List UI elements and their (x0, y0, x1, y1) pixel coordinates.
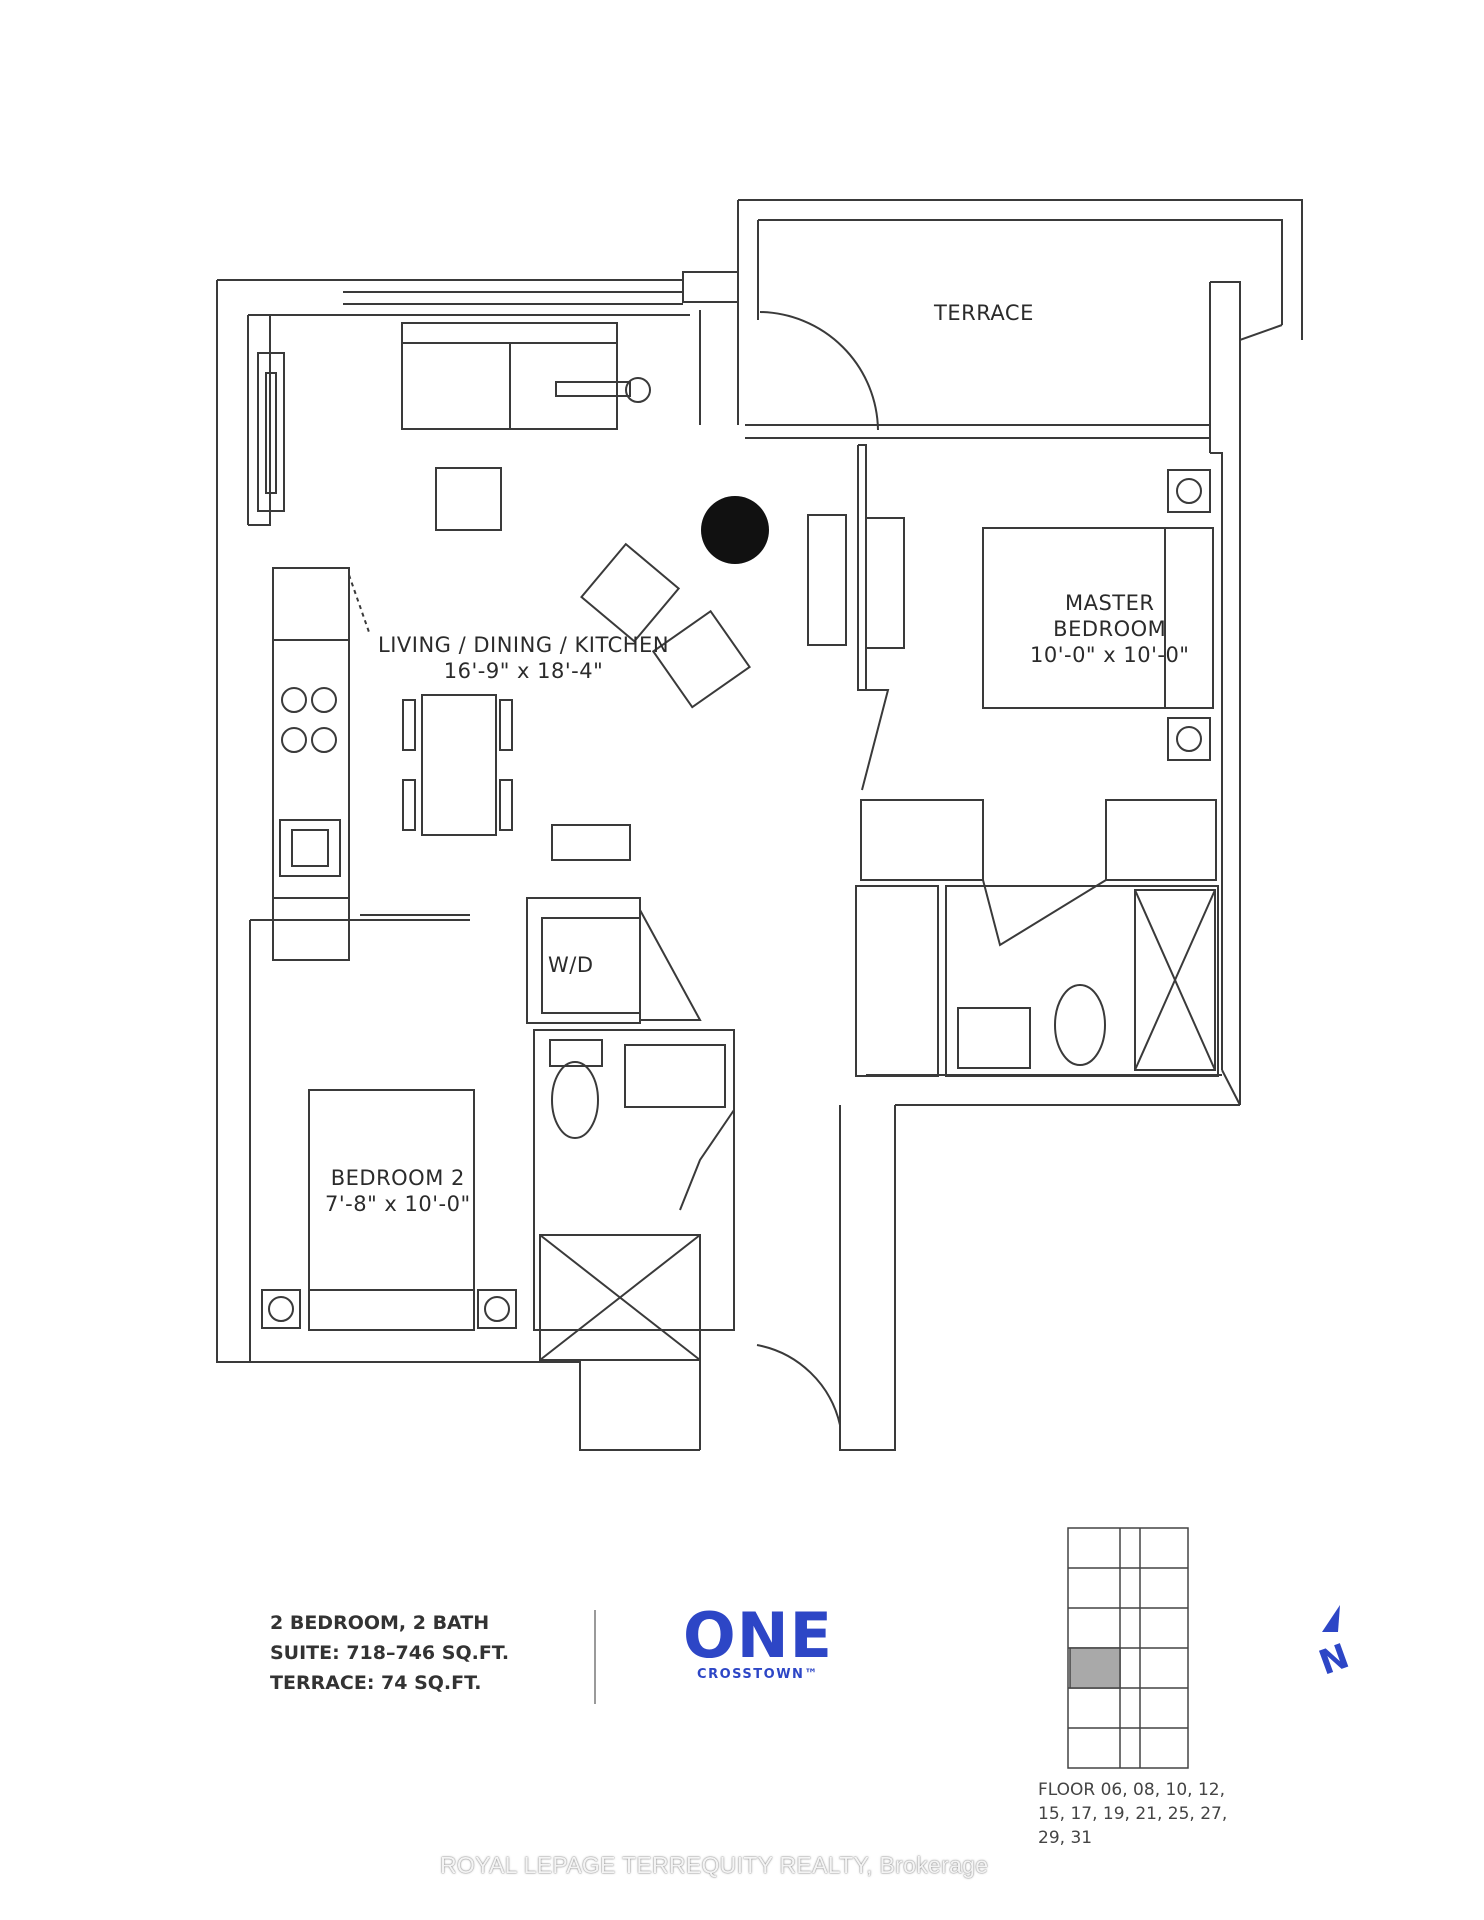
suite-info-line3: TERRACE: 74 SQ.FT. (270, 1672, 482, 1694)
brokerage-watermark: ROYAL LEPAGE TERREQUITY REALTY, Brokerag… (440, 1852, 989, 1878)
key-plan (1067, 1527, 1189, 1769)
bedroom2-dimensions: 7'-8" x 10'-0" (325, 1192, 471, 1216)
suite-info-line1: 2 BEDROOM, 2 BATH (270, 1612, 490, 1634)
floor-list-line1: FLOOR 06, 08, 10, 12, (1038, 1780, 1225, 1800)
suite-info: 2 BEDROOM, 2 BATH SUITE: 718–746 SQ.FT. … (270, 1608, 509, 1698)
info-divider (594, 1610, 596, 1704)
floor-list-line2: 15, 17, 19, 21, 25, 27, (1038, 1804, 1228, 1824)
master-name-line2: BEDROOM (1053, 617, 1167, 641)
bedroom2-label: BEDROOM 2 7'-8" x 10'-0" (325, 1165, 471, 1217)
floor-list: FLOOR 06, 08, 10, 12, 15, 17, 19, 21, 25… (1038, 1778, 1268, 1850)
living-name: LIVING / DINING / KITCHEN (378, 633, 670, 657)
bedroom2-name: BEDROOM 2 (330, 1166, 465, 1190)
brand-sub: CROSSTOWN™ (697, 1667, 819, 1682)
master-name-line1: MASTER (1064, 591, 1155, 615)
terrace-outline (738, 199, 1303, 340)
brand-logo: ONE CROSSTOWN™ (678, 1599, 838, 1684)
terrace-label: TERRACE (934, 301, 1034, 325)
outer-wall (216, 279, 700, 1451)
living-dimensions: 16'-9" x 18'-4" (443, 659, 604, 683)
master-bedroom-label: MASTER BEDROOM 10'-0" x 10'-0" (1030, 590, 1189, 668)
inner-wall (247, 314, 690, 525)
north-label: N (1314, 1636, 1354, 1683)
living-label: LIVING / DINING / KITCHEN 16'-9" x 18'-4… (378, 632, 669, 684)
floor-list-line3: 29, 31 (1038, 1828, 1093, 1848)
laundry-label: W/D (548, 953, 594, 977)
suite-info-line2: SUITE: 718–746 SQ.FT. (270, 1642, 510, 1664)
round-fixture-marker (701, 496, 769, 564)
master-dimensions: 10'-0" x 10'-0" (1030, 643, 1190, 667)
brand-name: ONE (683, 1599, 833, 1672)
north-arrow-icon (1322, 1605, 1340, 1632)
key-plan-highlight (1069, 1647, 1121, 1689)
